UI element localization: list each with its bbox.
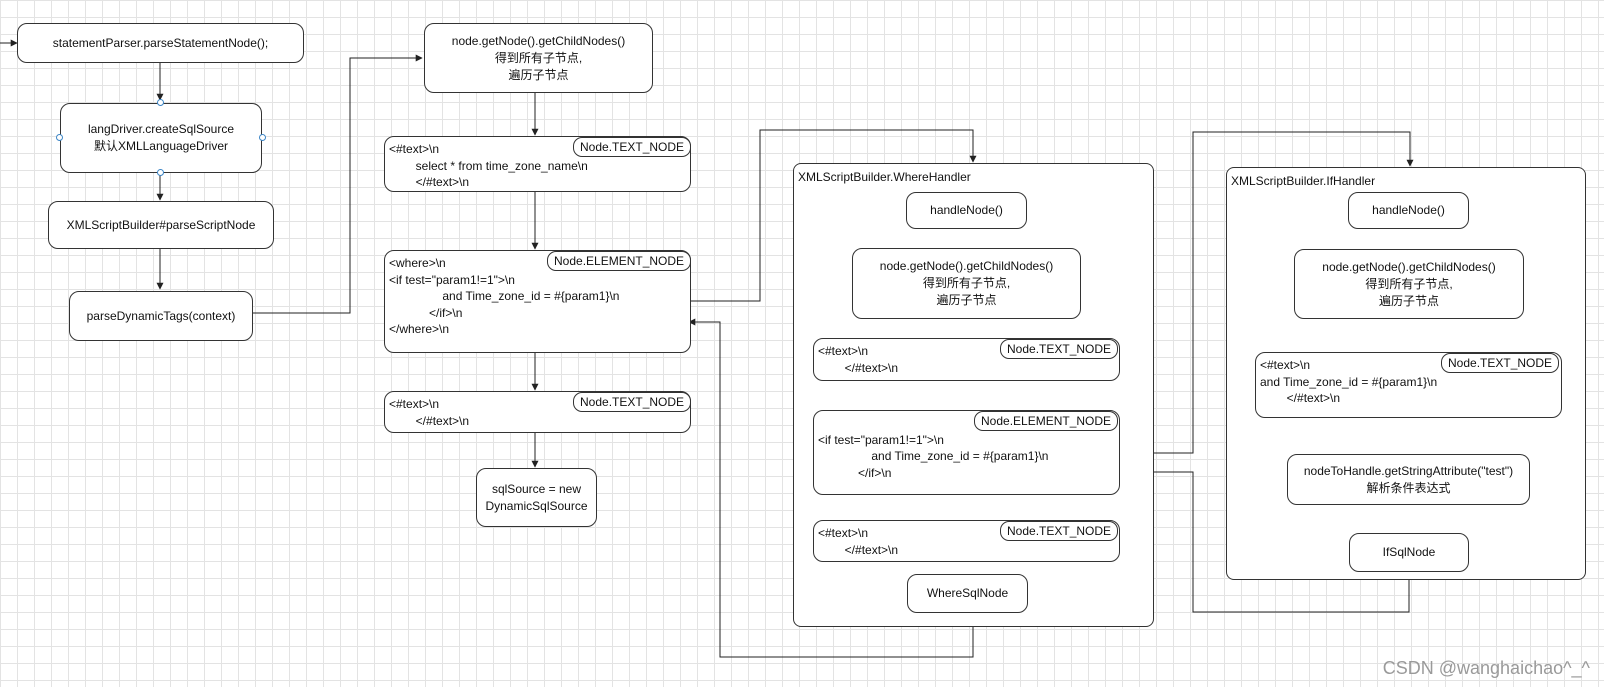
node-type-tag: Node.TEXT_NODE [1000, 521, 1119, 541]
code-line: </#text>\n [818, 360, 899, 375]
get-child-nodes-line: 得到所有子节点, [494, 50, 583, 65]
if-handle-node-box[interactable]: handleNode() [1348, 192, 1469, 229]
code-line: <#text>\n [818, 526, 869, 540]
get-child-nodes-line: node.getNode().getChildNodes() [1322, 259, 1496, 274]
code-line: <#text>\n [389, 397, 440, 411]
sql-source-line: sqlSource = new [491, 481, 582, 496]
selection-handle[interactable] [157, 99, 164, 106]
text-node-box[interactable]: <#text>\n </#text>\n [384, 391, 691, 433]
code-line: <if test="param1!=1">\n [818, 432, 944, 447]
if-get-child-nodes-box[interactable]: node.getNode().getChildNodes() 得到所有子节点, … [1294, 249, 1524, 319]
selection-handle[interactable] [157, 169, 164, 176]
get-string-attribute-line: nodeToHandle.getStringAttribute("test") [1303, 463, 1514, 478]
get-child-nodes-line: 得到所有子节点, [1365, 276, 1453, 291]
code-line: </#text>\n [389, 175, 470, 189]
connector [689, 129, 977, 302]
parse-script-node-label: XMLScriptBuilder#parseScriptNode [66, 217, 256, 232]
code-line: </if>\n [389, 305, 463, 320]
code-line: and Time_zone_id = #{param1}\n [1260, 374, 1438, 389]
if-handler-title: XMLScriptBuilder.IfHandler [1231, 174, 1376, 188]
code-line: <#text>\n [389, 142, 440, 156]
connector [250, 54, 423, 314]
handle-node-label: handleNode() [930, 203, 1003, 217]
where-handle-node-box[interactable]: handleNode() [906, 192, 1027, 229]
parse-dynamic-tags-box[interactable]: parseDynamicTags(context) [69, 291, 253, 341]
parse-script-node-box[interactable]: XMLScriptBuilder#parseScriptNode [48, 201, 274, 249]
node-type-tag: Node.TEXT_NODE [1441, 353, 1560, 373]
get-string-attribute-box[interactable]: nodeToHandle.getStringAttribute("test") … [1287, 454, 1530, 505]
parse-dynamic-tags-label: parseDynamicTags(context) [86, 308, 236, 323]
code-line: <#text>\n [1260, 358, 1311, 372]
code-line: </#text>\n [1260, 391, 1341, 405]
handle-node-label: handleNode() [1372, 203, 1445, 217]
parse-statement-node-label: statementParser.parseStatementNode(); [52, 35, 269, 50]
code-line: </if>\n [818, 465, 892, 480]
node-type-tag: Node.ELEMENT_NODE [547, 251, 692, 271]
get-string-attribute-line: 解析条件表达式 [1366, 480, 1451, 495]
node-type-tag: Node.TEXT_NODE [573, 392, 692, 412]
where-sql-node-label: WhereSqlNode [926, 586, 1009, 600]
code-line: <where>\n [389, 256, 446, 270]
code-line: select * from time_zone_name\n [389, 158, 588, 173]
if-sql-node-label: IfSqlNode [1382, 545, 1436, 559]
selection-handle[interactable] [259, 134, 266, 141]
node-type-tag: Node.TEXT_NODE [1000, 339, 1119, 359]
get-child-nodes-line: node.getNode().getChildNodes() [451, 33, 626, 48]
code-line: <#text>\n [818, 344, 869, 358]
code-line: <if test="param1!=1">\n [389, 272, 515, 287]
where-sql-node-box[interactable]: WhereSqlNode [907, 574, 1028, 613]
code-line: </where>\n [389, 322, 450, 336]
selection-handle[interactable] [56, 134, 63, 141]
code-line: and Time_zone_id = #{param1}\n [818, 449, 1049, 463]
node-type-tag: Node.TEXT_NODE [573, 137, 692, 157]
get-child-nodes-line: 得到所有子节点, [922, 276, 1011, 290]
connector [1119, 131, 1414, 454]
where-get-child-nodes-box[interactable]: node.getNode().getChildNodes() 得到所有子节点, … [852, 248, 1081, 319]
code-line: and Time_zone_id = #{param1}\n [389, 289, 620, 303]
parse-statement-node-box[interactable]: statementParser.parseStatementNode(); [17, 23, 304, 63]
node-type-tag: Node.ELEMENT_NODE [974, 411, 1119, 431]
create-sql-source-line: langDriver.createSqlSource [87, 122, 235, 136]
get-child-nodes-line: node.getNode().getChildNodes() [879, 259, 1054, 273]
sql-source-line: DynamicSqlSource [485, 498, 588, 513]
code-line: </#text>\n [389, 413, 470, 428]
connector [688, 318, 974, 658]
dynamic-sql-source-box[interactable]: sqlSource = new DynamicSqlSource [476, 468, 597, 527]
create-sql-source-line: 默认XMLLanguageDriver [93, 139, 229, 153]
get-child-nodes-line: 遍历子节点 [936, 293, 997, 307]
get-child-nodes-line: 遍历子节点 [508, 67, 569, 82]
get-child-nodes-line: 遍历子节点 [1378, 293, 1439, 308]
where-handler-title: XMLScriptBuilder.WhereHandler [798, 170, 971, 184]
get-child-nodes-box[interactable]: node.getNode().getChildNodes() 得到所有子节点, … [424, 23, 653, 93]
code-line: </#text>\n [818, 542, 899, 557]
watermark: CSDN @wanghaichao^_^ [1382, 658, 1590, 678]
if-sql-node-box[interactable]: IfSqlNode [1349, 533, 1469, 572]
connector [1118, 468, 1410, 613]
create-sql-source-box[interactable]: langDriver.createSqlSource 默认XMLLanguage… [60, 103, 262, 173]
